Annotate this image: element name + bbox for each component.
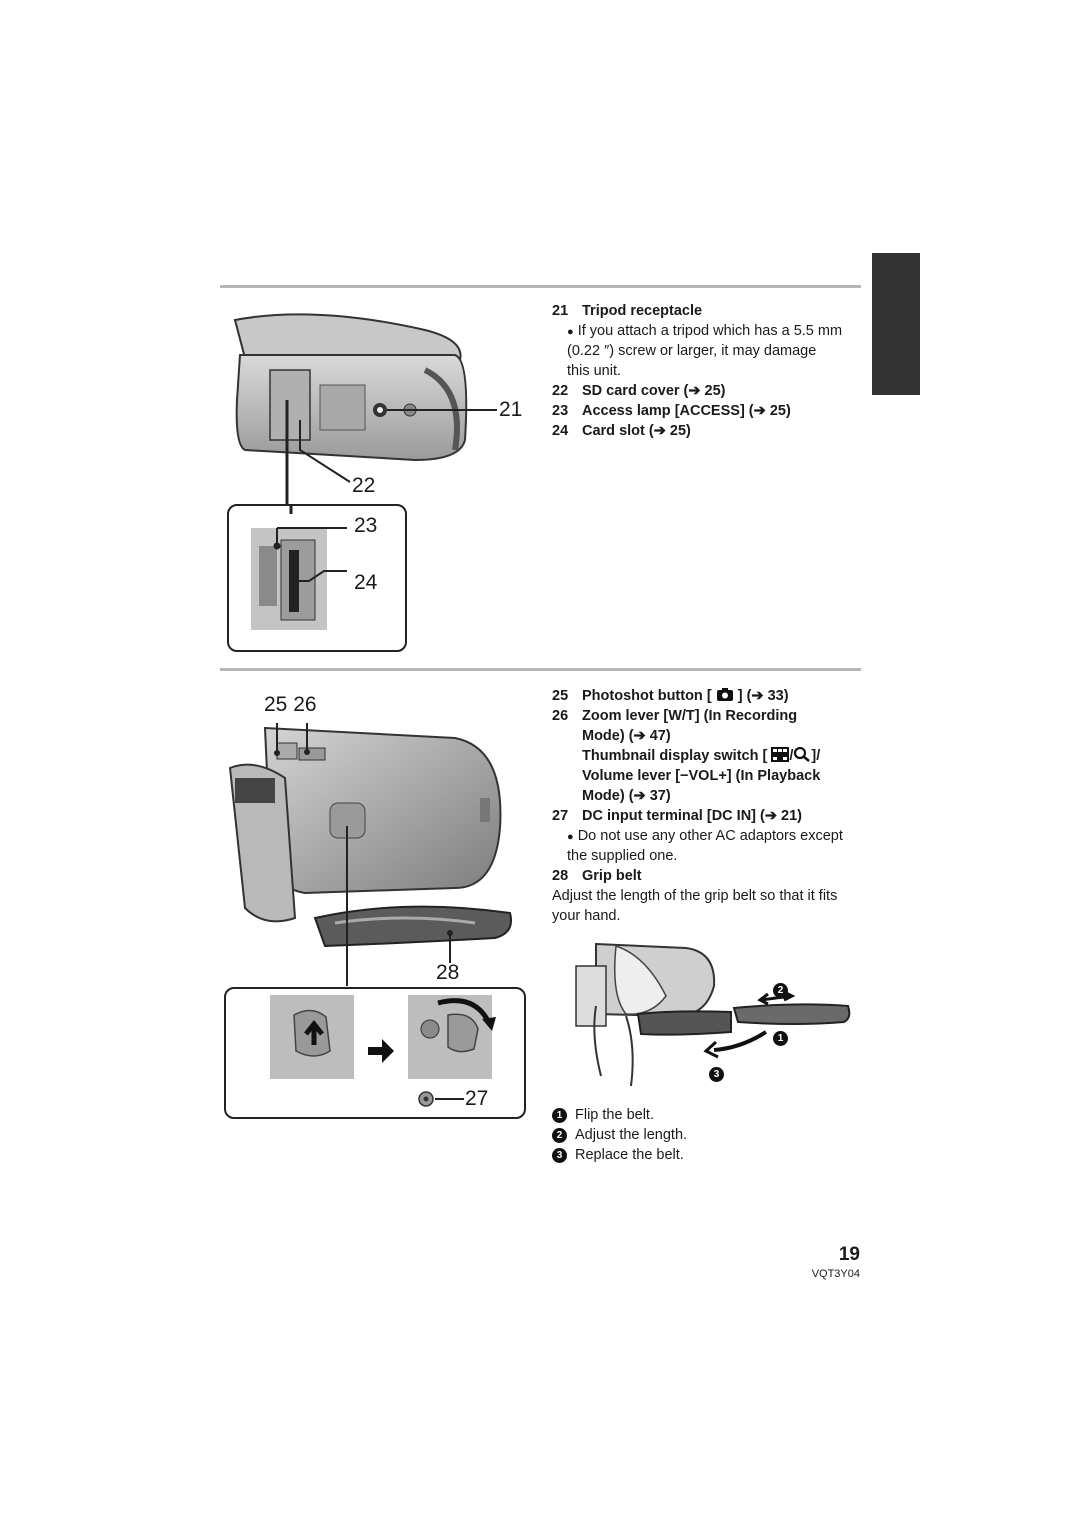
callout-28: 28 bbox=[436, 961, 460, 984]
middle-rule bbox=[220, 668, 861, 671]
item-21-bullet-line3: this unit. bbox=[567, 363, 621, 379]
dc-in-inset bbox=[224, 987, 526, 1119]
dc-cover-illustration bbox=[270, 995, 496, 1107]
document-code: VQT3Y04 bbox=[811, 1268, 860, 1280]
item-26-line4: Volume lever [−VOL+] (In Playback bbox=[582, 768, 821, 784]
grip-belt-illustration bbox=[575, 942, 851, 1087]
callout-25-26: 25 26 bbox=[264, 693, 317, 716]
item-26-line2: Mode) (➔ 47) bbox=[582, 728, 671, 744]
item-28-desc-line1: Adjust the length of the grip belt so th… bbox=[552, 888, 838, 904]
marker-3: 3 bbox=[709, 1067, 724, 1082]
item-27-bullet-line2: the supplied one. bbox=[567, 848, 678, 864]
camera-bottom-illustration bbox=[233, 313, 497, 505]
section-tab bbox=[872, 253, 920, 395]
page-number: 19 bbox=[838, 1244, 860, 1265]
marker-2: 2 bbox=[773, 983, 788, 998]
item-21-bullet: ● If you attach a tripod which has a 5.5… bbox=[567, 323, 843, 339]
top-rule bbox=[220, 285, 861, 288]
thumbnail-grid-icon bbox=[771, 747, 790, 762]
card-slot-illustration bbox=[251, 506, 347, 630]
callout-24: 24 bbox=[354, 571, 378, 594]
camera-icon bbox=[716, 688, 733, 701]
item-21-bullet-line2: (0.22 ″) screw or larger, it may damage bbox=[567, 343, 817, 359]
callout-22: 22 bbox=[352, 474, 376, 497]
item-26-line3: Thumbnail display switch [ /]/ bbox=[582, 747, 821, 764]
magnifier-icon bbox=[794, 747, 811, 762]
item-27-bullet: ● Do not use any other AC adaptors excep… bbox=[567, 828, 843, 844]
camera-side-illustration bbox=[228, 723, 512, 986]
callout-21: 21 bbox=[499, 398, 523, 421]
card-slot-inset bbox=[227, 504, 407, 652]
callout-27: 27 bbox=[465, 1087, 489, 1110]
callout-23: 23 bbox=[354, 514, 378, 537]
marker-1: 1 bbox=[773, 1031, 788, 1046]
item-28-desc-line2: your hand. bbox=[552, 908, 621, 924]
item-26-line5: Mode) (➔ 37) bbox=[582, 788, 671, 804]
